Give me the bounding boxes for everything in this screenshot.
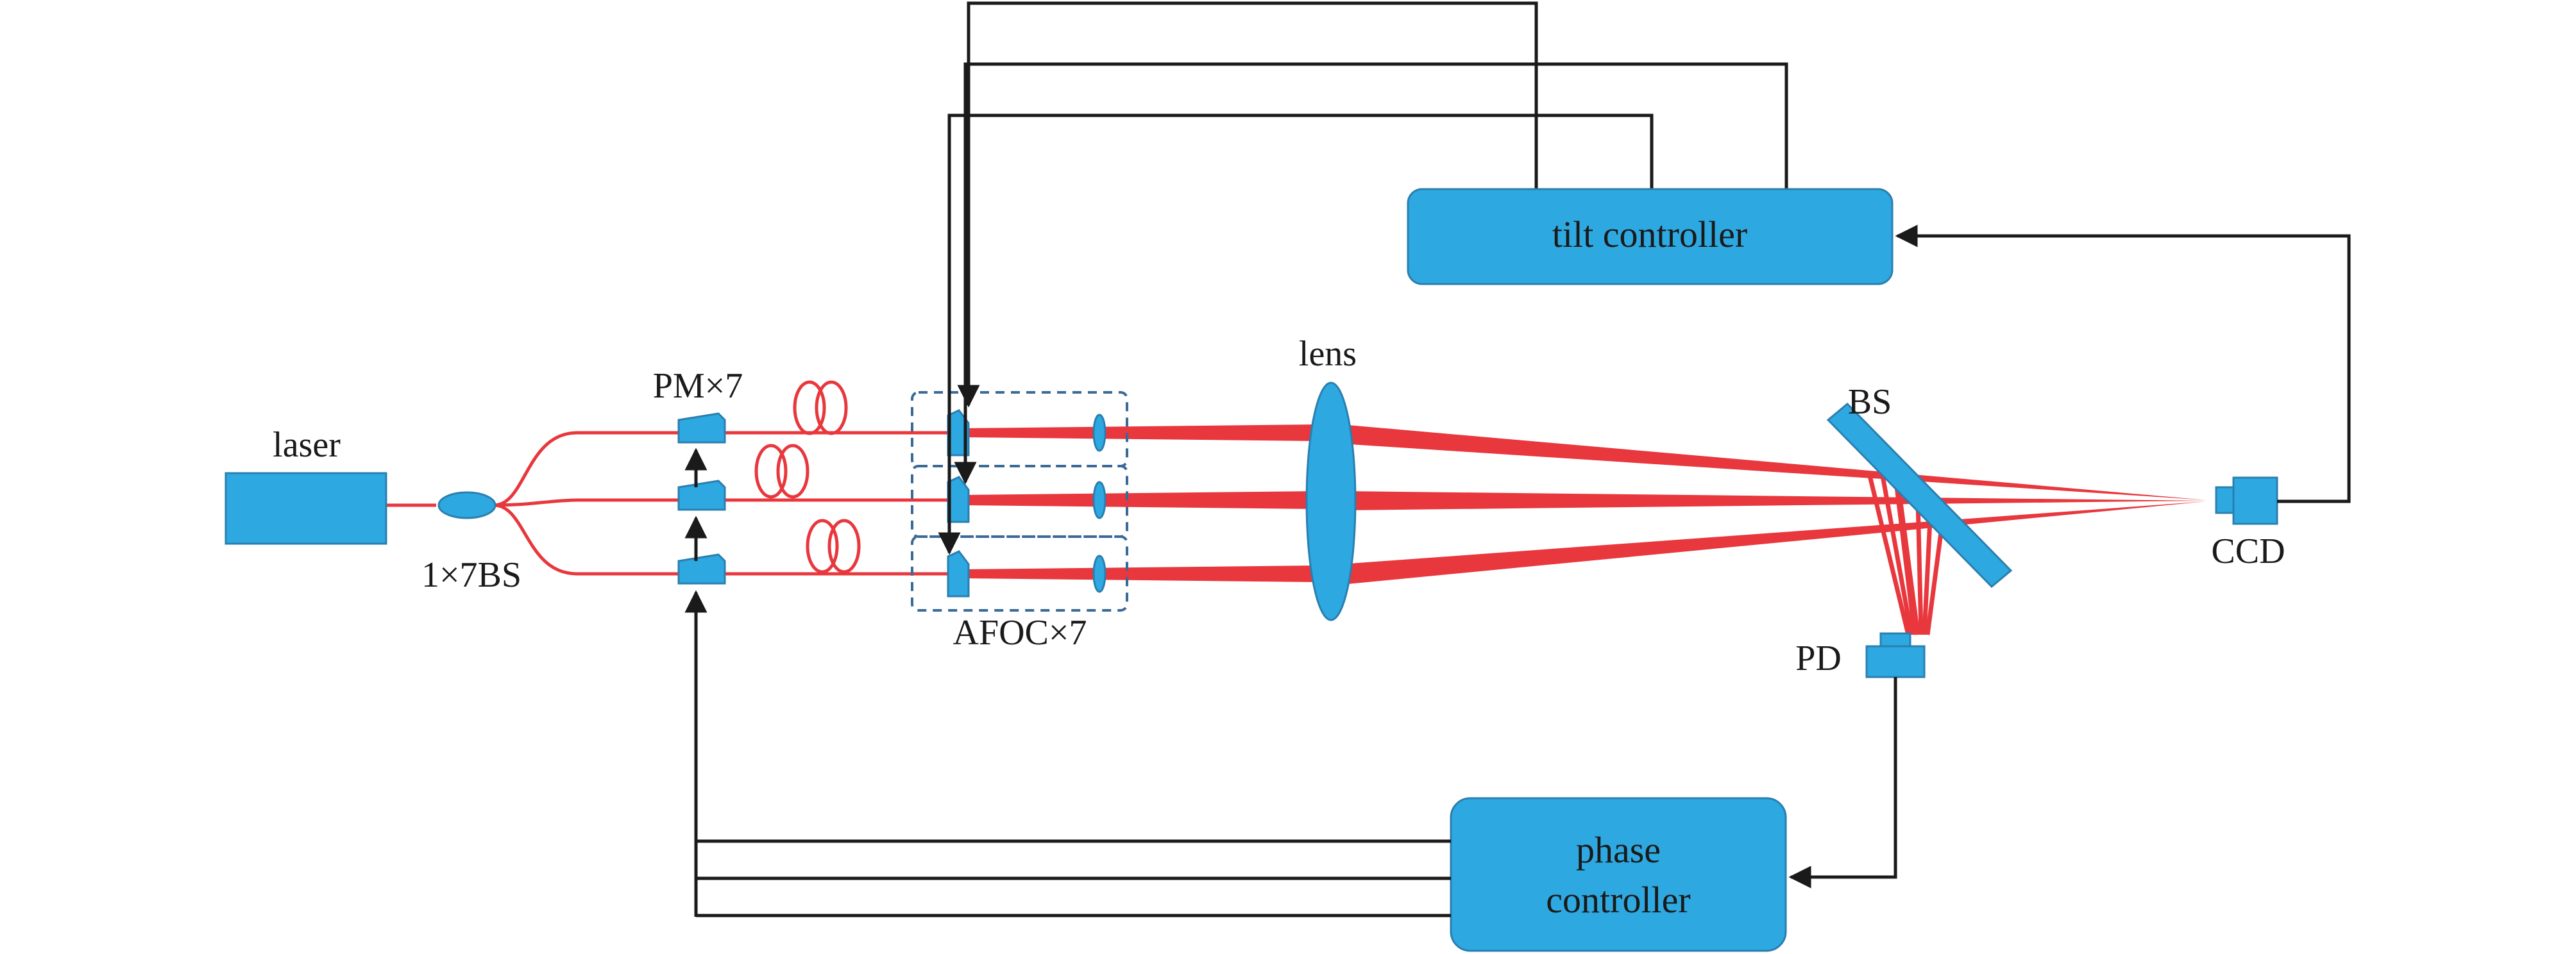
afoc-group [911,391,1128,612]
tilt-controller-label: tilt controller [1552,213,1747,255]
fiber-coils [754,380,861,574]
lens-label: lens [1299,334,1357,374]
phase-controller-label-line2: controller [1546,879,1690,921]
laser-label: laser [273,425,341,465]
phase-controller-box [1450,797,1787,952]
main-lens [1305,381,1357,621]
pd-feedback-wire [1788,677,1897,889]
tilt-controller-box [1407,188,1894,285]
afoc-fiber-tip [947,476,970,523]
phase-modulators [677,412,726,585]
photodetector [1865,632,1926,678]
ccd-camera [2215,476,2278,525]
tilt-control-wires [938,1,1788,555]
reflected-beams [1867,475,1946,635]
afoc-dashed-box [911,535,1128,612]
afoc-collimator-lens [1092,555,1106,593]
phase-controller-label-line1: phase [1576,829,1661,871]
splitter-label: 1×7BS [421,555,521,595]
free-space-beams [962,424,2207,585]
laser-source [225,472,387,545]
afoc-collimator-lens [1092,414,1106,452]
fiber-splitter [437,491,496,519]
beam-splitter [1826,402,2013,589]
ccd-label: CCD [2211,531,2285,571]
afoc-collimator-lens [1092,481,1106,519]
afoc-dashed-box [911,465,1128,538]
ccd-feedback-wire [1895,224,2351,503]
pm-label: PM×7 [653,366,743,406]
bs-label: BS [1848,382,1892,422]
afoc-label: AFOC×7 [953,613,1087,653]
phase-control-wires [696,839,1451,917]
phase-modulator [677,553,726,585]
pd-label: PD [1795,639,1842,678]
phase-modulator [677,412,726,444]
afoc-fiber-tip [947,550,970,598]
afoc-dashed-box [911,391,1128,467]
phase-modulator [677,480,726,511]
